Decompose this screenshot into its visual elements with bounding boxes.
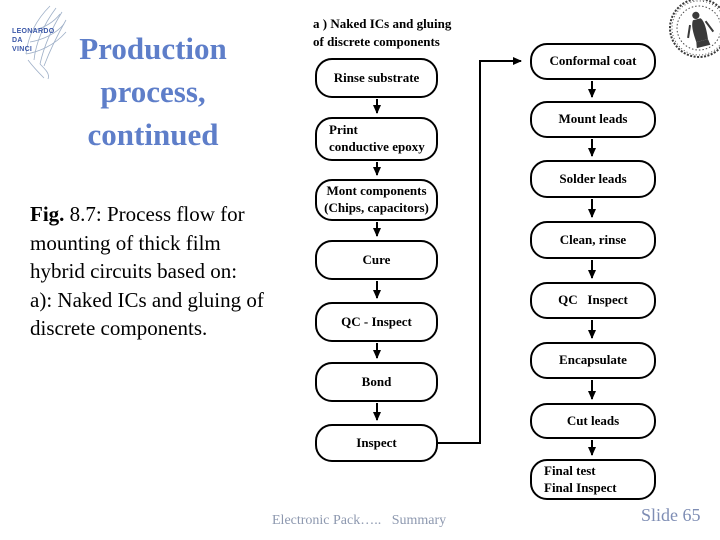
flow-box-print-conductive-epoxy: Print conductive epoxy [315,117,438,161]
flow-box-cure: Cure [315,240,438,280]
flow-box-inspect: Inspect [315,424,438,462]
university-seal-icon [669,0,720,58]
flow-box-conformal-coat: Conformal coat [530,43,656,80]
flow-box-final-test-inspect: Final test Final Inspect [530,459,656,500]
slide-number: Slide 65 [641,505,701,525]
leonardo-da-vinci-logo: LEONARDO DA VINCI [6,2,70,80]
flowchart-heading: a ) Naked ICs and gluing of discrete com… [313,16,452,49]
slide-title: Production process, continued [79,31,227,152]
flow-box-mont-components: Mont components (Chips, capacitors) [315,179,438,221]
figure-caption-text: 8.7: Process flow for mounting of thick … [30,202,264,341]
flow-box-clean-rinse: Clean, rinse [530,221,656,259]
flow-box-encapsulate: Encapsulate [530,342,656,379]
flow-box-solder-leads: Solder leads [530,160,656,198]
flow-box-qc-inspect-left: QC - Inspect [315,302,438,342]
flow-box-rinse-substrate: Rinse substrate [315,58,438,98]
flow-box-qc-inspect-right: QC Inspect [530,282,656,319]
footer-course-label: Electronic Pack….. Summary [272,513,447,528]
flow-box-cut-leads: Cut leads [530,403,656,439]
figure-caption: Fig. 8.7: Process flow for mounting of t… [30,200,320,343]
da-vinci-sketch-icon [25,5,67,80]
figure-caption-label: Fig. [30,202,65,226]
flow-box-mount-leads: Mount leads [530,101,656,138]
leonardo-logo-text: LEONARDO DA VINCI [12,28,55,53]
flow-box-bond: Bond [315,362,438,402]
